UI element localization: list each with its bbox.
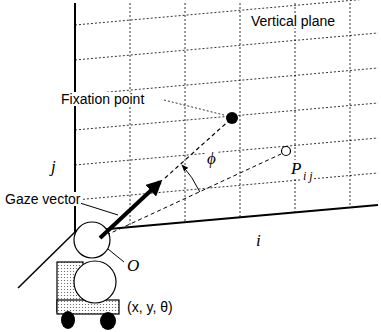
vertical-plane-grid xyxy=(75,0,378,227)
axis-label: i xyxy=(255,232,262,249)
angle-label: ϕ xyxy=(206,150,217,167)
point-direction xyxy=(100,154,281,238)
pose-label: (x, y, θ) xyxy=(126,300,174,314)
plane-label: Vertical plane xyxy=(250,14,336,28)
angle-arc xyxy=(182,165,200,192)
vector-label: Gaze vector xyxy=(4,192,81,206)
leader-line xyxy=(108,249,124,262)
leader-line xyxy=(80,203,118,215)
leader-line xyxy=(164,100,224,115)
axis-label: j xyxy=(50,158,57,175)
grid-point xyxy=(282,147,291,156)
gaze-extension xyxy=(165,118,232,178)
origin-label: O xyxy=(126,257,140,274)
point-name: P xyxy=(290,160,302,177)
point-subscript: i j xyxy=(302,170,314,182)
robot xyxy=(57,222,119,330)
gaze-vector xyxy=(100,182,160,238)
fixation-point xyxy=(226,112,238,124)
point-label: Fixation point xyxy=(60,92,145,106)
